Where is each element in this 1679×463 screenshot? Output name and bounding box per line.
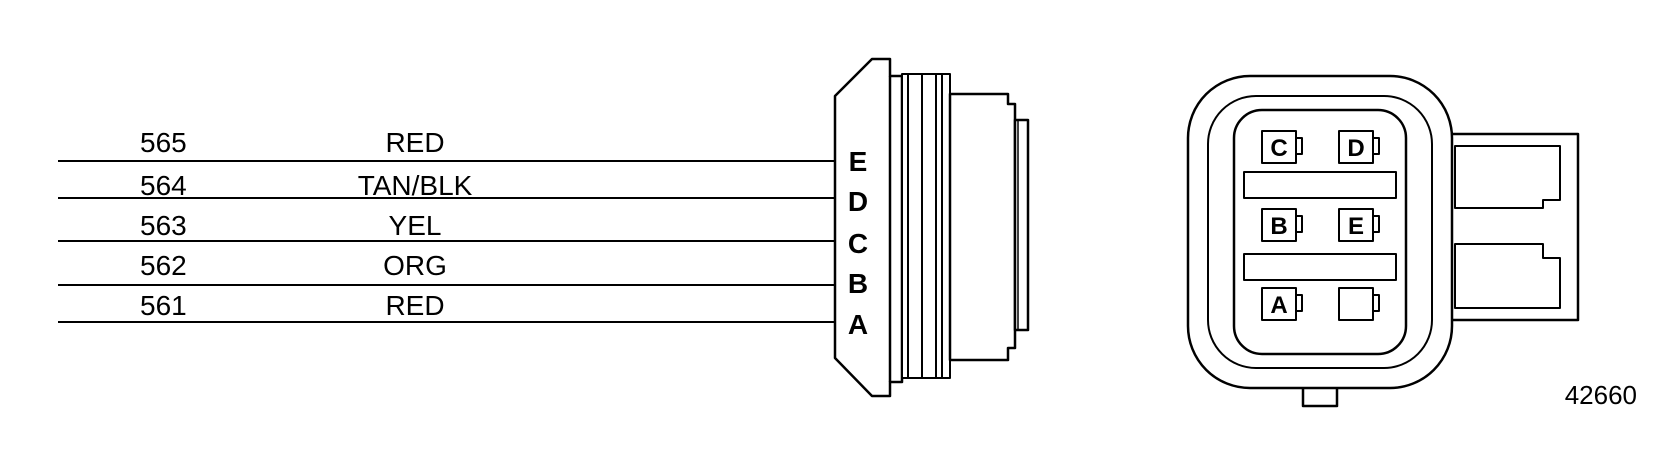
wire-lines xyxy=(58,160,835,323)
wire-561-circuit: 561 xyxy=(140,290,187,321)
face-pin-b: B xyxy=(1270,213,1287,240)
wire-562-color: ORG xyxy=(383,250,447,281)
face-pin-a: A xyxy=(1270,292,1287,319)
face-cavities xyxy=(1261,130,1380,321)
face-inner-cavity xyxy=(1232,108,1408,356)
connector-face-view xyxy=(1186,74,1580,408)
face-latch-slot-lower xyxy=(1454,243,1561,309)
face-pin-labels: C D B E A xyxy=(1270,135,1364,319)
wire-565-circuit: 565 xyxy=(140,127,187,158)
side-pin-labels: E D C B A xyxy=(848,146,868,340)
cavity-a xyxy=(1261,287,1297,321)
side-housing xyxy=(833,57,904,398)
side-body xyxy=(948,92,1017,362)
side-pin-c: C xyxy=(848,228,868,259)
wire-562-circuit: 562 xyxy=(140,250,187,281)
face-pin-e: E xyxy=(1348,213,1364,240)
side-nose xyxy=(1013,118,1030,332)
wire-564-color: TAN/BLK xyxy=(358,170,473,201)
side-pin-b: B xyxy=(848,268,868,299)
wire-564-circuit: 564 xyxy=(140,170,187,201)
figure-number: 42660 xyxy=(1565,380,1637,410)
face-latch-slot xyxy=(1454,145,1561,209)
side-ribs xyxy=(901,73,951,379)
cavity-empty xyxy=(1338,287,1374,321)
side-pin-a: A xyxy=(848,309,868,340)
side-pin-d: D xyxy=(848,186,868,217)
wire-563-color: YEL xyxy=(389,210,442,241)
face-dividers xyxy=(1243,171,1397,281)
wire-565-color: RED xyxy=(385,127,444,158)
wire-561-color: RED xyxy=(385,290,444,321)
wire-563-circuit: 563 xyxy=(140,210,187,241)
wire-labels: 565 RED 564 TAN/BLK 563 YEL 562 ORG 561 … xyxy=(140,127,473,321)
face-pin-d: D xyxy=(1347,135,1364,162)
face-pin-c: C xyxy=(1270,135,1287,162)
side-pin-e: E xyxy=(849,146,868,177)
connector-side-view xyxy=(833,57,1030,398)
